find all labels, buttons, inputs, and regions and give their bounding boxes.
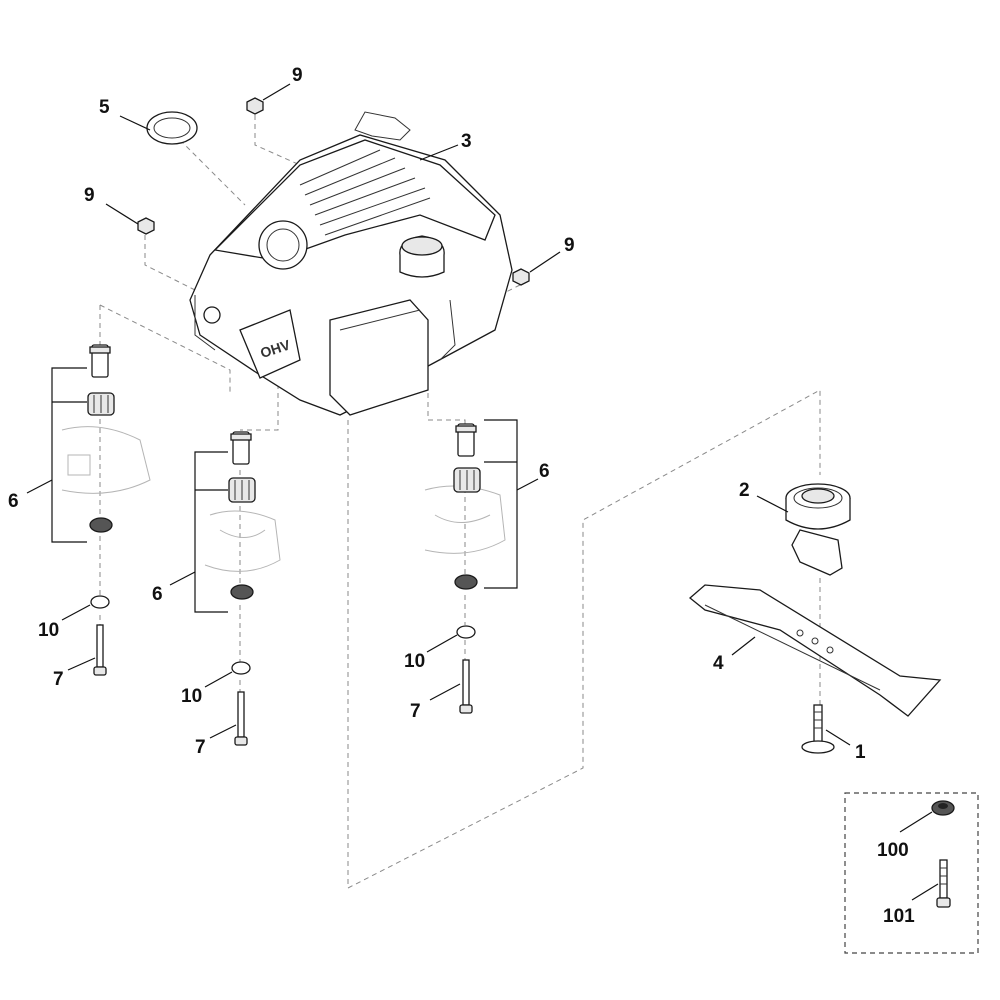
callout-7-left: 7	[53, 669, 64, 690]
optional-parts-box	[844, 792, 979, 954]
callout-9-left: 9	[84, 185, 95, 206]
callout-9-top: 9	[292, 65, 303, 86]
mount-stack-middle	[194, 431, 256, 746]
callout-101: 101	[883, 906, 915, 927]
callout-3: 3	[461, 131, 472, 152]
callout-4: 4	[713, 653, 724, 674]
blade-adapter	[785, 483, 851, 576]
nut-left	[137, 217, 155, 235]
leader-lines	[26, 83, 939, 901]
mount-stack-right	[453, 419, 518, 714]
mount-ghost-sketches	[61, 426, 506, 572]
callout-6-right: 6	[539, 461, 550, 482]
callout-1: 1	[855, 742, 866, 763]
callout-2: 2	[739, 480, 750, 501]
nut-top	[246, 97, 264, 115]
callout-10-right: 10	[404, 651, 426, 672]
bolt-101	[936, 859, 951, 908]
washer-100	[931, 800, 955, 816]
mower-blade	[688, 584, 942, 717]
gasket	[146, 111, 198, 145]
mount-stack-left	[51, 344, 115, 676]
callout-10-left: 10	[38, 620, 60, 641]
blade-bolt	[801, 704, 835, 754]
nut-right	[512, 268, 530, 286]
callout-6-middle: 6	[152, 584, 163, 605]
callout-7-middle: 7	[195, 737, 206, 758]
callout-10-middle: 10	[181, 686, 203, 707]
callout-7-right: 7	[410, 701, 421, 722]
engine: OHV	[189, 111, 513, 416]
callout-5: 5	[99, 97, 110, 118]
callout-9-right: 9	[564, 235, 575, 256]
callout-100: 100	[877, 840, 909, 861]
callout-6-left: 6	[8, 491, 19, 512]
engine-cooling-fins	[299, 149, 431, 236]
